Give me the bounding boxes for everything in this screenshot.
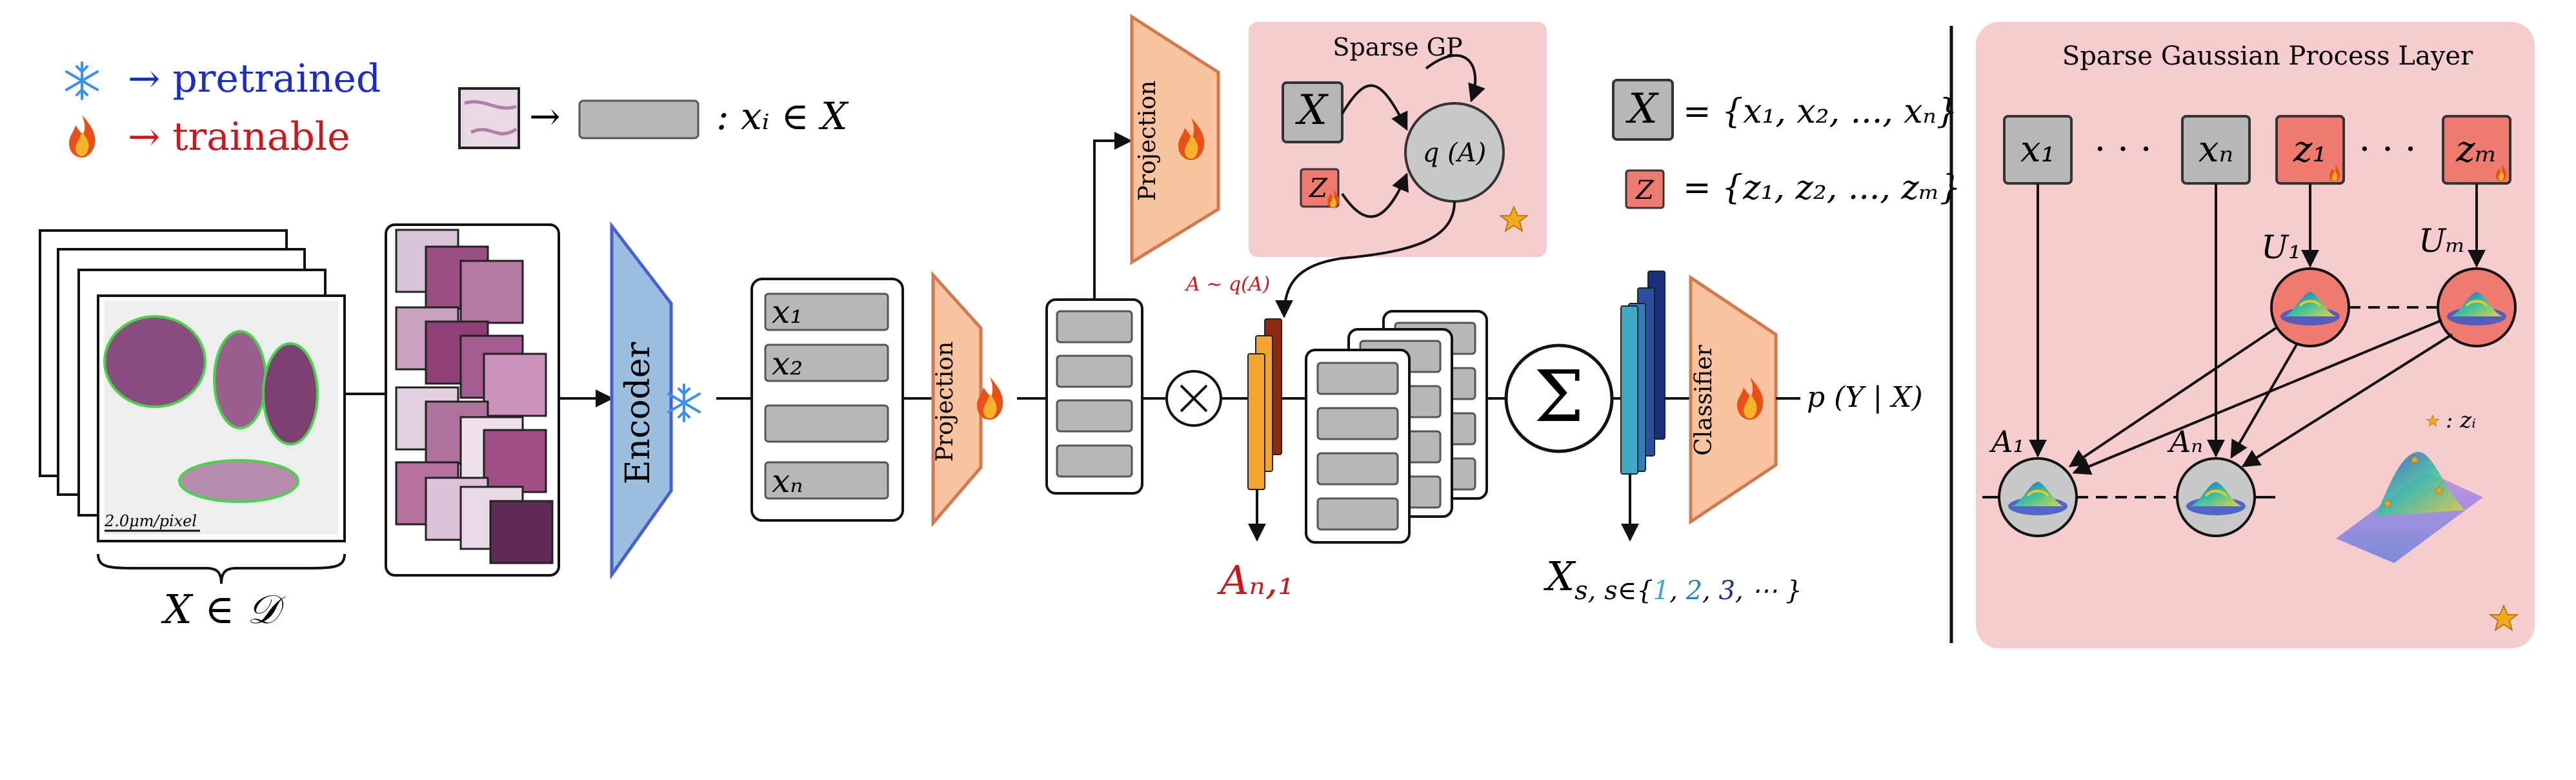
q-label: q (A)	[1423, 138, 1486, 168]
projection-label: Projection	[932, 342, 958, 462]
scale-label: 2.0μm/pixel	[104, 512, 197, 530]
multiply-node	[1165, 370, 1222, 427]
snowflake-icon	[667, 384, 701, 422]
aggregated-label: Xs, s∈{1, 2, 3, ⋯ }	[1544, 553, 1802, 606]
encoder-label: Encoder	[619, 342, 658, 484]
def-z-set: = {z₁, z₂, ..., zₘ}	[1683, 169, 1961, 207]
gp-edges	[2029, 183, 2486, 475]
sum-symbol: Σ	[1534, 355, 1584, 438]
gp-dots-2: · · ·	[2359, 128, 2416, 170]
sampling-label: A ∼ q(A)	[1184, 273, 1270, 296]
weighted-token-stack	[1305, 310, 1488, 544]
wsi-brace	[97, 553, 346, 584]
gp-node-z1-label: z₁	[2293, 128, 2327, 170]
gp-z-label: Z	[1308, 174, 1328, 203]
gp-a1-label: A₁	[1989, 424, 2025, 459]
patch-thumbnail	[458, 87, 520, 149]
dataset-label: X ∈ 𝒟	[161, 586, 286, 633]
def-x-symbol: X	[1625, 85, 1659, 133]
feature-tokens	[750, 278, 904, 522]
output-label: p (Y | X)	[1807, 381, 1923, 414]
feature-xn: xₙ	[772, 462, 803, 500]
gp-um-label: Uₘ	[2419, 222, 2466, 260]
gp-u1-label: U₁	[2261, 229, 2301, 266]
def-x-set: = {x₁, x₂, ..., xₙ}	[1683, 92, 1958, 131]
gp-an-label: Aₙ	[2167, 424, 2203, 459]
feature-x1: x₁	[772, 293, 803, 331]
attention-vectors	[1247, 318, 1282, 490]
def-z-symbol: Z	[1635, 176, 1655, 205]
projection-block-top	[1130, 14, 1220, 265]
flame-icon	[69, 115, 96, 158]
classifier-label: Classifier	[1691, 344, 1717, 455]
attention-label: Aₙ,₁	[1217, 557, 1294, 604]
gp-dots-1: · · ·	[2094, 128, 2151, 170]
snowflake-icon	[65, 61, 99, 100]
feature-x2: x₂	[772, 345, 803, 382]
pretrained-legend: → pretrained	[128, 56, 381, 101]
projection-label-top: Projection	[1134, 81, 1161, 201]
token-definition: : xᵢ ∈ X	[716, 94, 849, 138]
gp-x-label: X	[1294, 87, 1329, 134]
sparse-gp-title: Sparse GP	[1333, 33, 1462, 61]
token-box-legend	[578, 99, 699, 139]
gp-node-zm-label: zₘ	[2455, 128, 2497, 170]
def-z-box	[1625, 169, 1665, 209]
wsi-stack	[39, 229, 346, 542]
zi-legend: : zᵢ	[2446, 407, 2476, 433]
aggregated-vectors	[1620, 271, 1665, 475]
gp-surface-plot	[2336, 452, 2483, 563]
gp-layer-title: Sparse Gaussian Process Layer	[2062, 41, 2473, 71]
arrow-glyph: →	[529, 94, 561, 138]
patch-grid	[385, 223, 560, 577]
def-x-box	[1612, 79, 1674, 141]
encoder-block	[610, 221, 673, 580]
gp-node-x1-label: x₁	[2020, 128, 2055, 170]
gp-node-xn-label: xₙ	[2199, 128, 2233, 170]
projection-block	[931, 271, 983, 528]
trainable-legend: → trainable	[128, 114, 350, 159]
projected-tokens	[1045, 298, 1143, 495]
classifier-block	[1689, 274, 1778, 525]
